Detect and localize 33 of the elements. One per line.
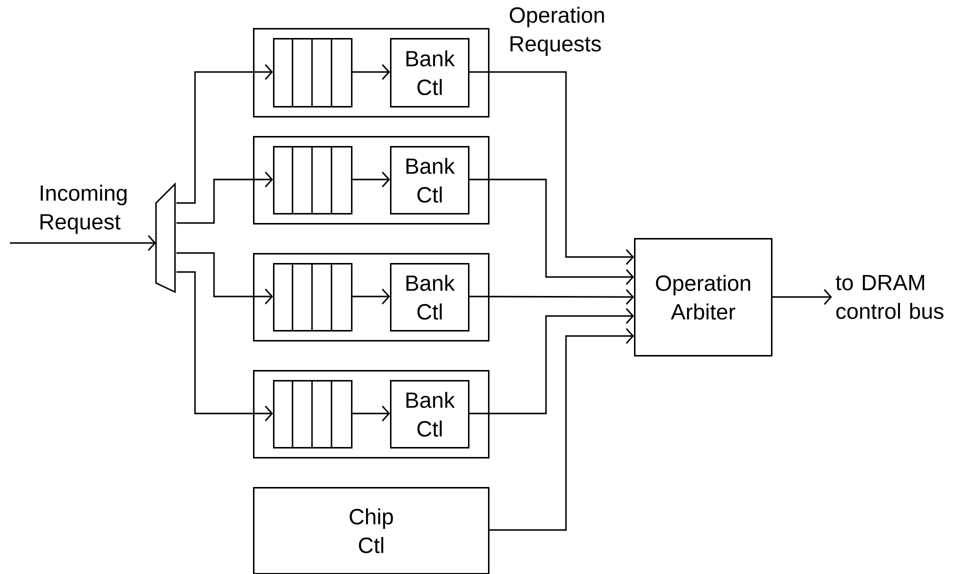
bank-group-box bbox=[253, 253, 490, 342]
queue-box bbox=[273, 263, 352, 332]
arrow bbox=[772, 289, 832, 305]
arrow bbox=[176, 64, 273, 204]
arrow bbox=[469, 308, 634, 414]
text-label: Incoming Request bbox=[40, 184, 127, 234]
arrow bbox=[469, 289, 634, 305]
bank-control-box: Bank Ctl bbox=[390, 38, 470, 108]
arrow bbox=[176, 271, 273, 422]
chip-control-box: Chip Ctl bbox=[253, 487, 490, 574]
arrow bbox=[176, 172, 273, 224]
arrow bbox=[352, 406, 390, 422]
arrow bbox=[352, 288, 390, 304]
bank-group-box bbox=[253, 136, 490, 224]
bank-group-box bbox=[253, 370, 490, 458]
arrow bbox=[10, 235, 156, 251]
arbiter-box: Operation Arbiter bbox=[634, 238, 772, 356]
arrow bbox=[469, 71, 634, 265]
arrow bbox=[469, 178, 634, 285]
bank-control-box: Bank Ctl bbox=[390, 380, 470, 448]
multiplexer-symbol bbox=[155, 182, 176, 294]
queue-box bbox=[273, 38, 352, 108]
text-label: to DRAM control bus bbox=[836, 274, 944, 319]
arrow bbox=[489, 328, 634, 531]
arrow bbox=[352, 172, 390, 188]
arrow bbox=[176, 252, 273, 304]
bank-control-box: Bank Ctl bbox=[390, 263, 470, 332]
bank-control-box: Bank Ctl bbox=[390, 146, 470, 214]
bank-group-box bbox=[253, 28, 490, 118]
queue-box bbox=[273, 380, 352, 448]
text-label: Operation Requests bbox=[510, 6, 604, 56]
queue-box bbox=[273, 146, 352, 214]
arrow bbox=[352, 64, 390, 80]
